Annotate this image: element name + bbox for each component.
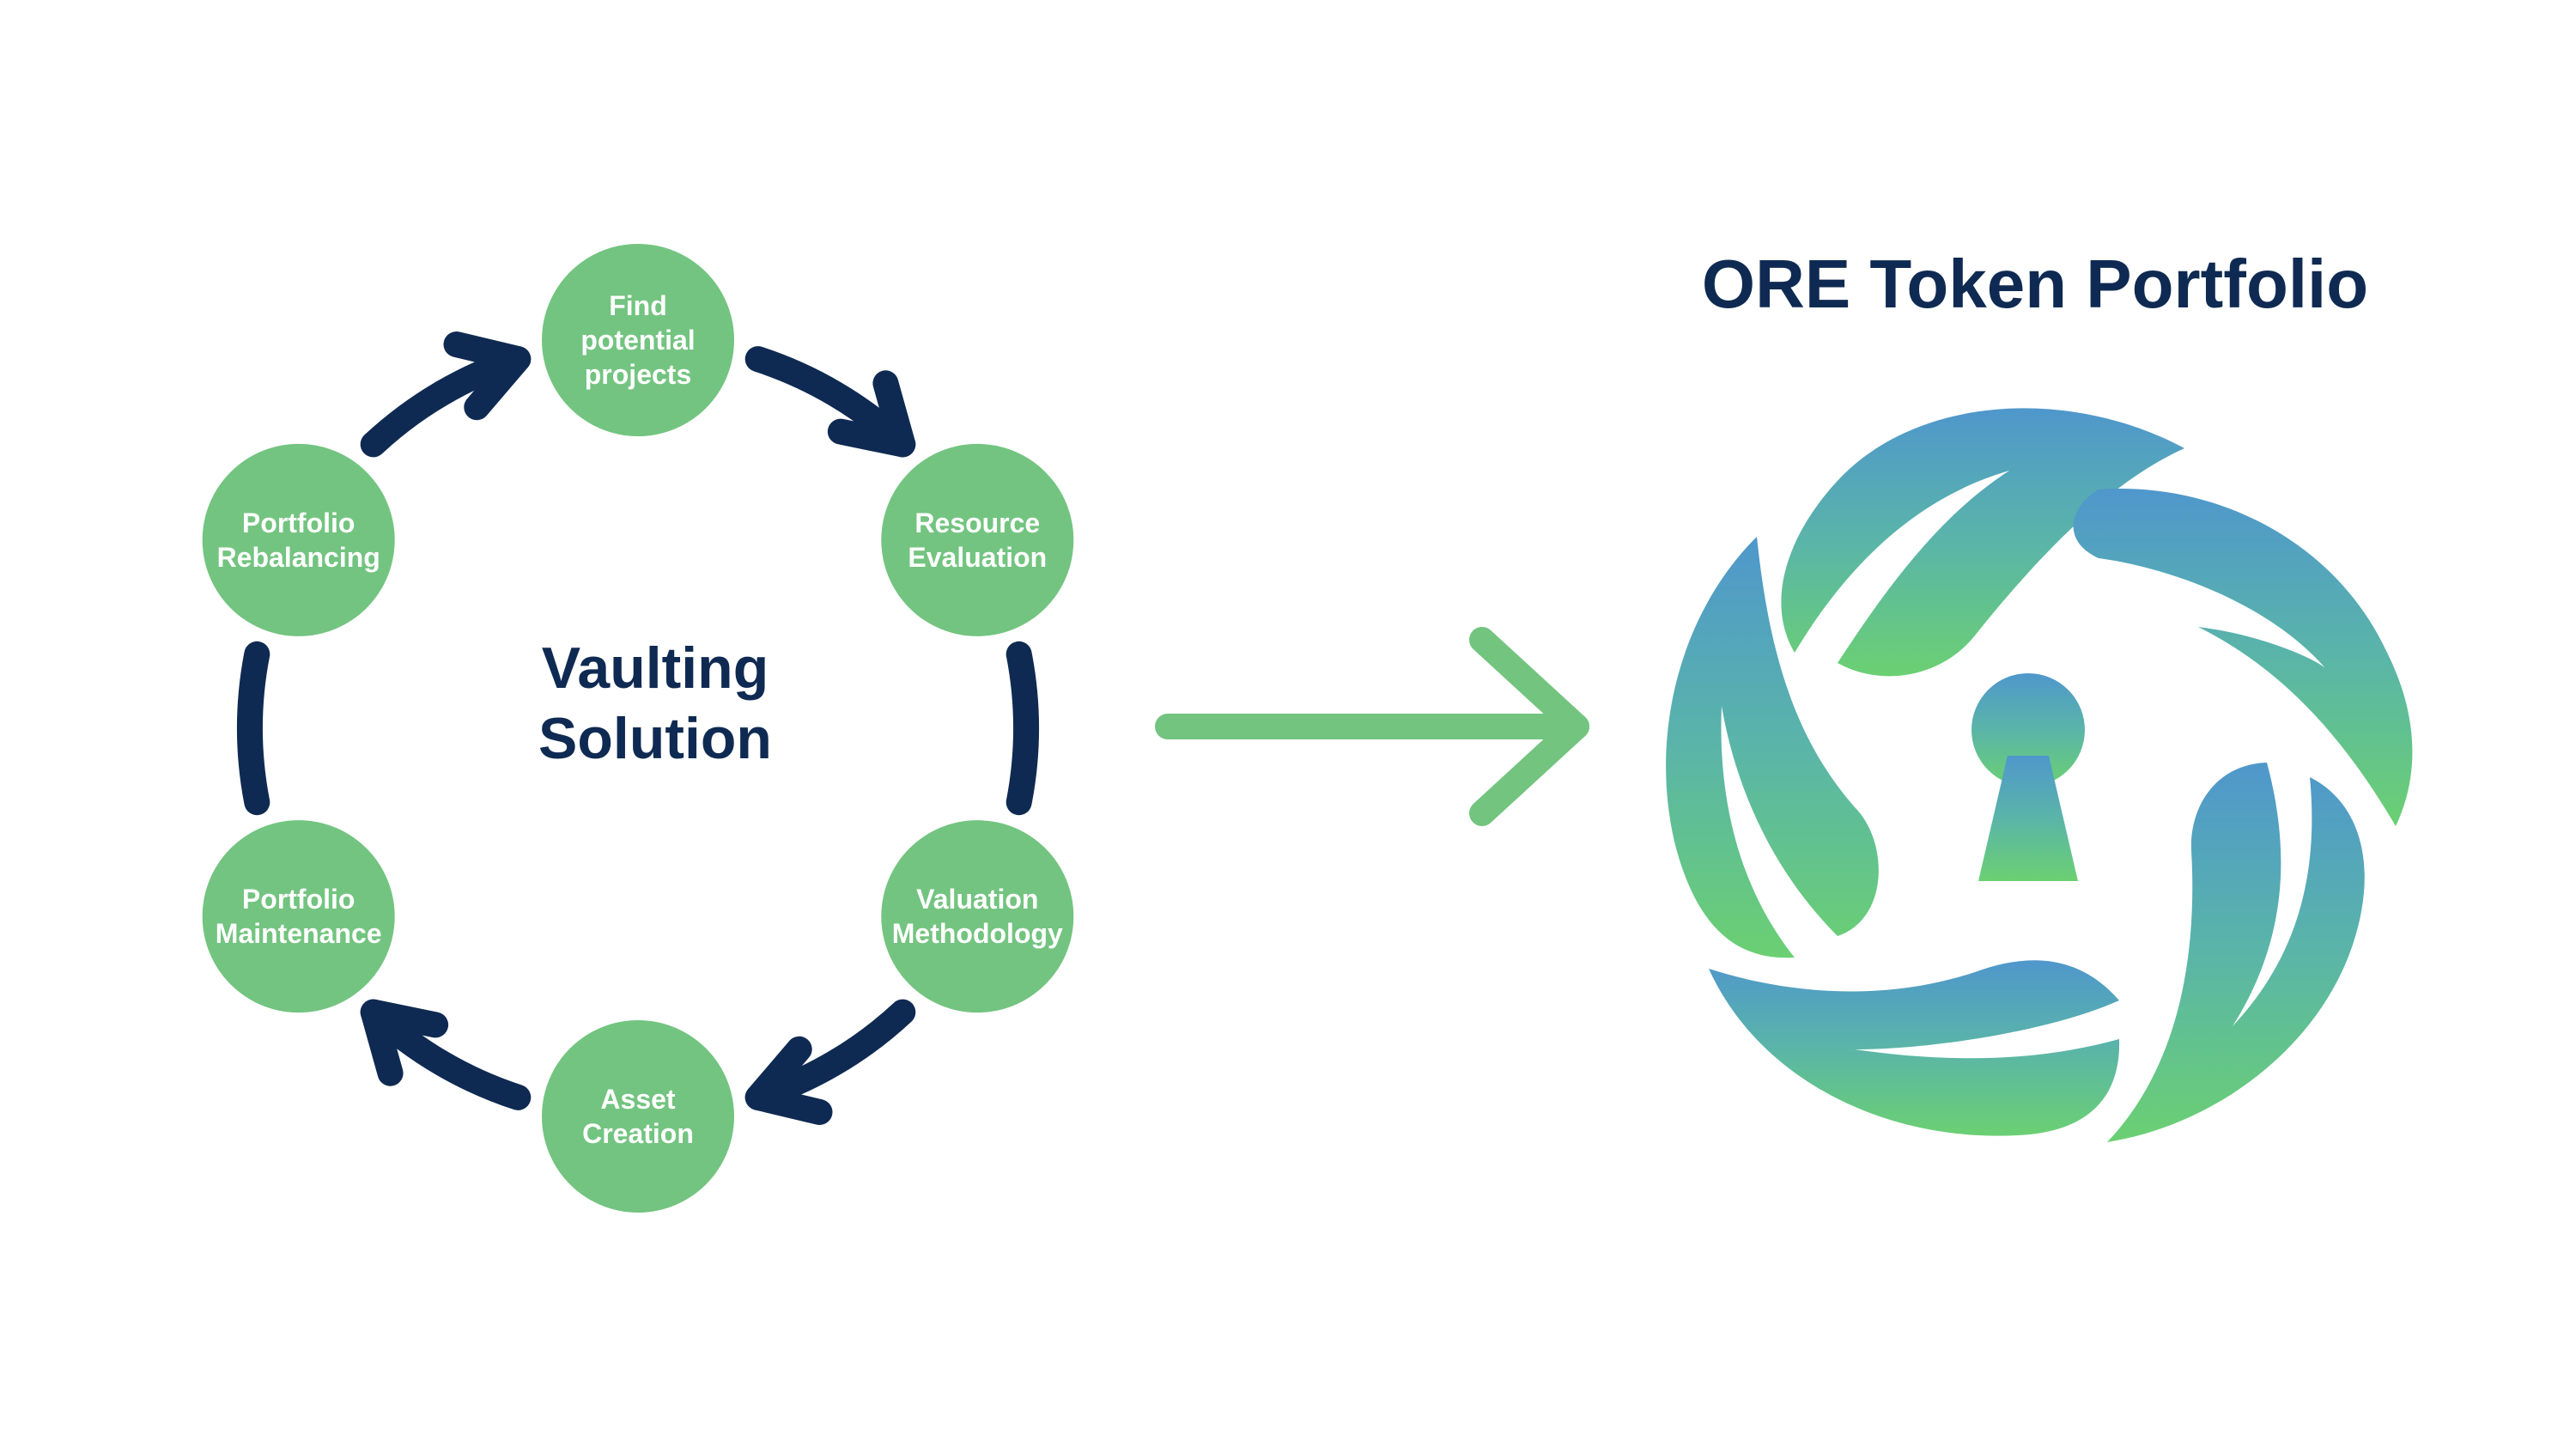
cycle-node-label-line: Valuation: [916, 884, 1038, 915]
cycle-node-label-line: Maintenance: [216, 918, 382, 949]
leaf-keyhole-logo-icon: [1666, 408, 2413, 1142]
center-title-line: Vaulting: [542, 635, 769, 701]
cycle-node-label-line: Resource: [914, 508, 1040, 538]
cycle-node-label-line: Portfolio: [242, 884, 355, 915]
cycle-node-label-line: Portfolio: [242, 508, 355, 538]
cycle-node-circle: [542, 1020, 734, 1213]
cycle-node-circle: [881, 443, 1074, 636]
cycle-ring: [237, 331, 1039, 1125]
cycle-node-circle: [881, 820, 1074, 1013]
cycle-arrowhead-icon: [744, 1036, 833, 1125]
cycle-node-circle: [202, 443, 395, 636]
center-title-line: Solution: [538, 706, 772, 771]
cycle-arc: [237, 641, 270, 816]
cycle-node-label-line: Find: [609, 290, 667, 321]
cycle-node-label-line: potential: [580, 325, 695, 356]
cycle-node-label-line: Rebalancing: [217, 542, 380, 573]
cycle-node-label-line: Evaluation: [908, 542, 1047, 573]
cycle-arc: [1005, 641, 1039, 816]
cycle-node-label-line: Asset: [600, 1084, 676, 1115]
cycle-arrowhead-icon: [360, 999, 449, 1086]
cycle-node-label-line: Methodology: [892, 918, 1063, 949]
cycle-node-label-line: projects: [585, 359, 691, 390]
cycle-node-circle: [202, 820, 395, 1013]
cycle-arrowhead-icon: [443, 331, 532, 421]
cycle-arrowhead-icon: [827, 370, 916, 458]
portfolio-title: ORE Token Portfolio: [1702, 246, 2368, 322]
cycle-node-label-line: Creation: [582, 1118, 694, 1149]
cycle-node-circle: [542, 244, 734, 436]
right-arrow-icon: [1155, 627, 1589, 826]
